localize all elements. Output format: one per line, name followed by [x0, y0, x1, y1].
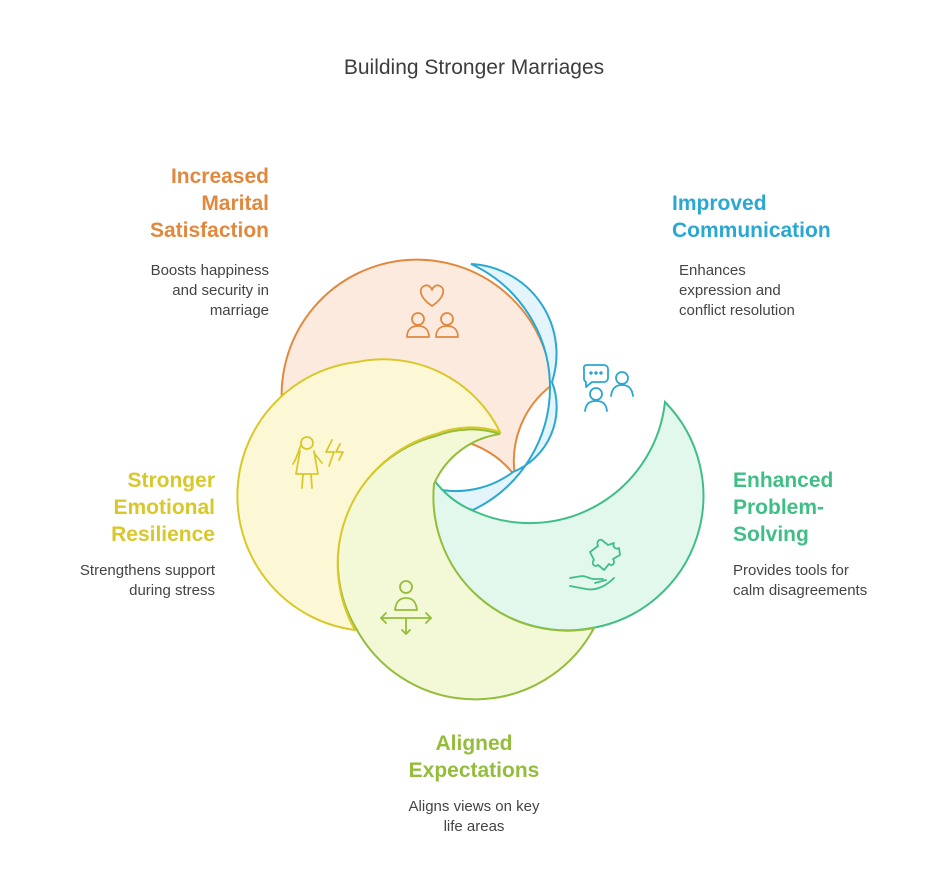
description-problem-solving: Provides tools for calm disagreements	[733, 562, 868, 599]
segment-expectations	[336, 428, 596, 701]
description-communication: Enhances expression and conflict resolut…	[679, 262, 795, 319]
description-marital-satisfaction: Boosts happiness and security in marriag…	[150, 262, 269, 319]
heading-expectations: Aligned Expectations	[408, 732, 540, 782]
heading-resilience: Stronger Emotional Resilience	[111, 469, 215, 546]
heading-communication: Improved Communication	[672, 192, 831, 242]
diagram-title: Building Stronger Marriages	[343, 56, 605, 79]
heading-marital-satisfaction: Increased Marital Satisfaction	[149, 165, 269, 242]
conversation-icon	[582, 364, 634, 412]
puzzle-hand-icon	[569, 538, 621, 591]
description-expectations: Aligns views on key life areas	[408, 798, 540, 835]
resilient-person-icon	[292, 436, 344, 489]
couple-heart-icon	[406, 284, 459, 338]
segment-communication	[431, 263, 558, 512]
person-arrows-icon	[380, 580, 432, 635]
segment-resilience	[236, 358, 502, 632]
description-resilience: Strengthens support during stress	[79, 562, 215, 599]
heading-problem-solving: Enhanced Problem- Solving	[733, 469, 834, 546]
